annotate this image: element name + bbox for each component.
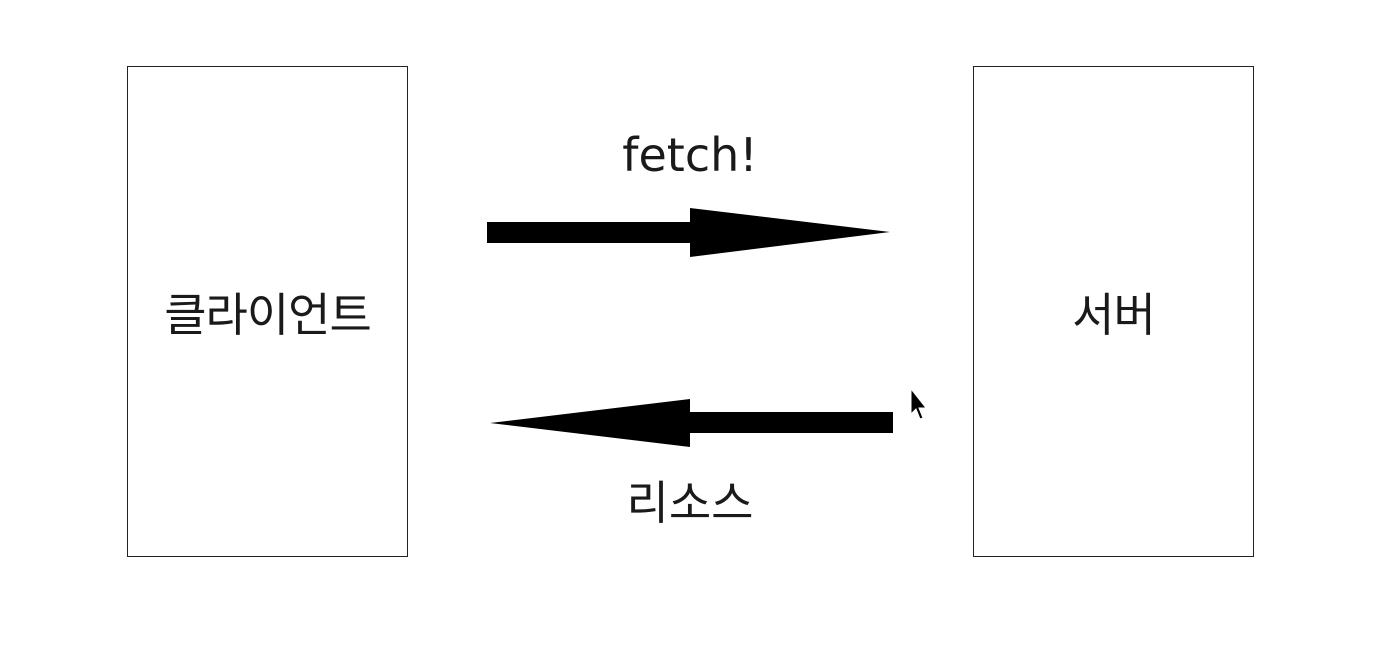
- server-label: 서버: [1072, 287, 1156, 342]
- client-box: 클라이언트: [127, 66, 408, 557]
- request-arrow: [487, 208, 890, 257]
- response-label: 리소스: [626, 476, 754, 530]
- request-label: fetch!: [622, 128, 758, 182]
- response-arrow: [490, 399, 893, 447]
- server-box: 서버: [973, 66, 1254, 557]
- mouse-pointer-icon: [910, 387, 928, 420]
- client-label: 클라이언트: [164, 287, 372, 342]
